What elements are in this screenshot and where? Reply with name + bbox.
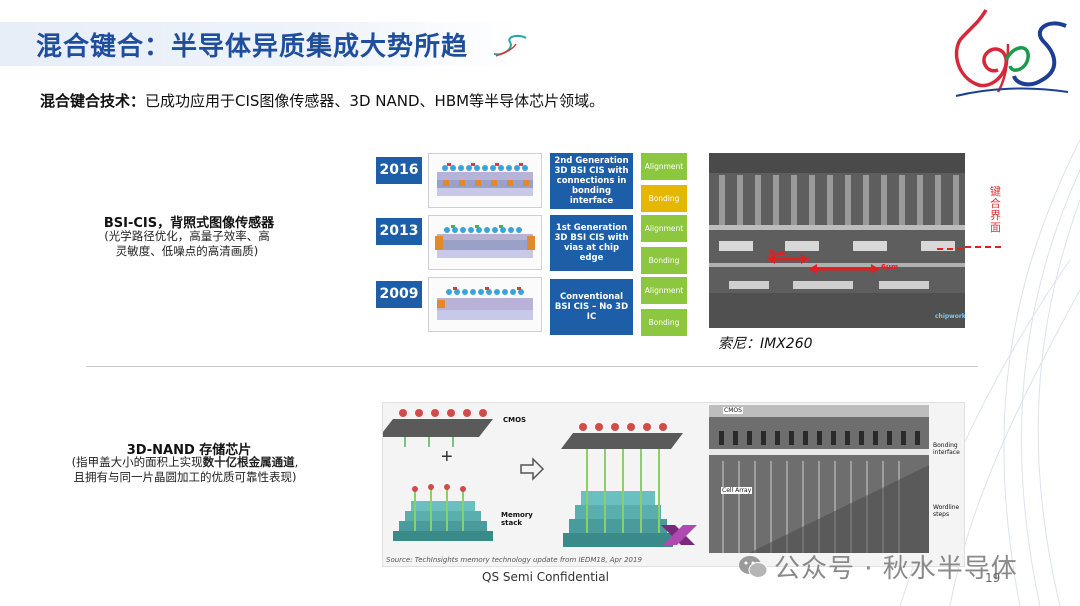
wechat-icon bbox=[739, 555, 768, 578]
bsi-title: BSI-CIS，背照式图像传感器 bbox=[103, 216, 275, 231]
nand-3d-illustration: + bbox=[379, 409, 697, 547]
dimension-label: 6μm bbox=[881, 263, 899, 271]
swoosh-decoration bbox=[493, 34, 527, 57]
year-label: 2009 bbox=[376, 281, 422, 308]
subtitle-text: 已成功应用于CIS图像传感器、3D NAND、HBM等半导体芯片领域。 bbox=[145, 92, 605, 110]
generation-label: 1st Generation 3D BSI CIS with vias at c… bbox=[550, 215, 633, 271]
nand-desc-line-1a: (指甲盖大小的面积上实现 bbox=[71, 455, 203, 469]
bonding-tag: Bonding bbox=[641, 185, 687, 212]
sem-caption: 索尼：IMX260 bbox=[718, 336, 813, 352]
source-note: Source: TechInsights memory technology u… bbox=[386, 556, 642, 564]
memory-label-line-1: Memory bbox=[501, 511, 533, 519]
alignment-tag: Alignment bbox=[641, 153, 687, 180]
wordline-side-label: Wordline steps bbox=[933, 504, 959, 518]
chip-stack-diagram bbox=[428, 153, 542, 208]
wordline-side-line-2: steps bbox=[933, 511, 950, 518]
title-band bbox=[0, 22, 520, 66]
generation-label: 2nd Generation 3D BSI CIS with connectio… bbox=[550, 153, 633, 209]
tem-cmos-label: CMOS bbox=[723, 407, 743, 414]
bsi-desc-line-1: (光学路径优化，高量子效率、高 bbox=[104, 229, 270, 243]
confidential-footer: QS Semi Confidential bbox=[482, 570, 609, 584]
nand-desc-line-1c: , bbox=[294, 455, 299, 469]
subtitle-bold: 混合键合技术： bbox=[40, 92, 146, 110]
alignment-tag: Alignment bbox=[641, 277, 687, 304]
bonding-side-line-1: Bonding bbox=[933, 442, 958, 449]
bonding-tag: Bonding bbox=[641, 309, 687, 336]
watermark: 公众号 · 秋水半导体 bbox=[738, 548, 1018, 585]
page-title: 混合键合：半导体异质集成大势所趋 bbox=[36, 32, 469, 62]
cmos-label: CMOS bbox=[503, 416, 527, 424]
bsi-desc-line-2: 灵敏度、低噪点的高清画质) bbox=[115, 244, 259, 258]
chip-stack-diagram bbox=[428, 277, 542, 332]
section-divider bbox=[86, 366, 978, 367]
bonding-interface-dash bbox=[965, 246, 1005, 248]
tem-cross-section-image: CMOS Cell Array bbox=[709, 405, 929, 553]
bsi-description: (光学路径优化，高量子效率、高 灵敏度、低噪点的高清画质) bbox=[82, 229, 292, 259]
nand-desc-line-1: (指甲盖大小的面积上实现数十亿根金属通道, bbox=[50, 455, 320, 470]
year-label: 2016 bbox=[376, 157, 422, 184]
nand-desc-line-2: 且拥有与同一片晶圆加工的优质可靠性表现) bbox=[73, 470, 297, 484]
subtitle: 混合键合技术：已成功应用于CIS图像传感器、3D NAND、HBM等半导体芯片领… bbox=[40, 90, 604, 111]
chipworks-mark: chipworks bbox=[935, 313, 965, 320]
svg-text:+: + bbox=[441, 446, 453, 468]
nand-description: (指甲盖大小的面积上实现数十亿根金属通道, 且拥有与同一片晶圆加工的优质可靠性表… bbox=[50, 455, 320, 485]
stack-2016-illustration bbox=[437, 163, 533, 196]
bonding-interface-side-label: Bonding interface bbox=[933, 442, 960, 456]
nand-title: 3D-NAND 存储芯片 bbox=[126, 443, 252, 458]
stack-2009-illustration bbox=[437, 287, 533, 320]
sem-cross-section-image: 3μm 6μm chipworks bbox=[709, 153, 965, 328]
background-lines bbox=[899, 140, 1080, 606]
page-number: 19 bbox=[985, 571, 1001, 585]
bonding-side-line-2: interface bbox=[933, 449, 960, 456]
stack-2013-illustration bbox=[435, 225, 535, 258]
tem-cell-array-label: Cell Array bbox=[721, 487, 753, 494]
wordline-side-line-1: Wordline bbox=[933, 504, 960, 511]
bonding-tag: Bonding bbox=[641, 247, 687, 274]
company-logo bbox=[954, 9, 1069, 97]
generation-label: Conventional BSI CIS – No 3D IC bbox=[550, 279, 633, 335]
sem-illustration bbox=[709, 153, 965, 328]
memory-stack-label: Memory stack bbox=[501, 511, 533, 527]
bonding-interface-label: 键合界面 bbox=[990, 185, 1001, 234]
alignment-tag: Alignment bbox=[641, 215, 687, 242]
year-label: 2013 bbox=[376, 218, 422, 245]
memory-label-line-2: stack bbox=[501, 519, 523, 527]
dimension-label: 3μm bbox=[769, 249, 787, 257]
nand-desc-line-1b: 数十亿根金属通道 bbox=[202, 455, 295, 469]
tem-illustration bbox=[709, 405, 929, 553]
watermark-text: 公众号 · 秋水半导体 bbox=[774, 554, 1018, 584]
chip-stack-diagram bbox=[428, 215, 542, 270]
